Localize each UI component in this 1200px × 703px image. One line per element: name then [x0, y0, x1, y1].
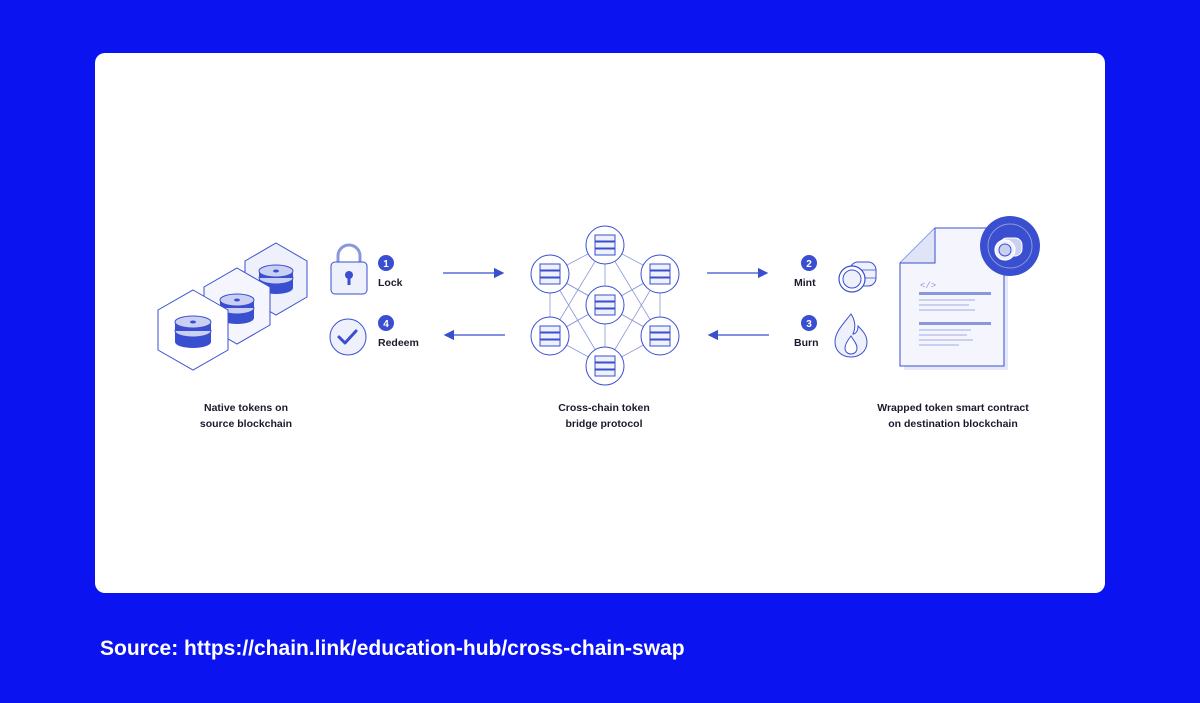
server-node-lower-right [640, 316, 680, 356]
server-node-lower-left [530, 316, 570, 356]
step-number-lock: 1 [383, 259, 389, 270]
step-label-redeem: Redeem [378, 337, 419, 349]
native-tokens-icon [157, 242, 308, 371]
step-label-burn: Burn [794, 337, 819, 349]
bridge-network-icon [530, 225, 680, 386]
flame-icon [834, 313, 868, 358]
contract-caption-line2: on destination blockchain [888, 418, 1018, 430]
smart-contract-document-icon: </> [899, 227, 1008, 370]
server-node-top [585, 225, 625, 265]
source-caption-line1: Native tokens on [204, 402, 288, 414]
step-badge-redeem: 4 [378, 315, 394, 331]
bridge-caption-line1: Cross-chain token [558, 402, 650, 414]
step-badge-mint: 2 [801, 255, 817, 271]
step-label-mint: Mint [794, 277, 816, 289]
server-node-upper-right [640, 254, 680, 294]
step-number-burn: 3 [806, 319, 812, 330]
step-number-mint: 2 [806, 259, 812, 270]
step-label-lock: Lock [378, 277, 403, 289]
server-node-upper-left [530, 254, 570, 294]
server-node-center [585, 285, 625, 325]
wrapped-token-badge-icon [980, 216, 1040, 276]
server-node-bottom [585, 346, 625, 386]
coins-icon [838, 261, 877, 293]
step-badge-burn: 3 [801, 315, 817, 331]
source-caption-line2: source blockchain [200, 418, 292, 430]
hex-cube-front [157, 289, 229, 371]
contract-caption-line1: Wrapped token smart contract [877, 402, 1029, 414]
source-citation: Source: https://chain.link/education-hub… [100, 637, 685, 660]
checkmark-icon [329, 318, 367, 356]
step-number-redeem: 4 [383, 319, 389, 330]
code-tag: </> [920, 281, 936, 291]
bridge-caption-line2: bridge protocol [566, 418, 643, 430]
lock-icon [330, 243, 368, 295]
step-badge-lock: 1 [378, 255, 394, 271]
